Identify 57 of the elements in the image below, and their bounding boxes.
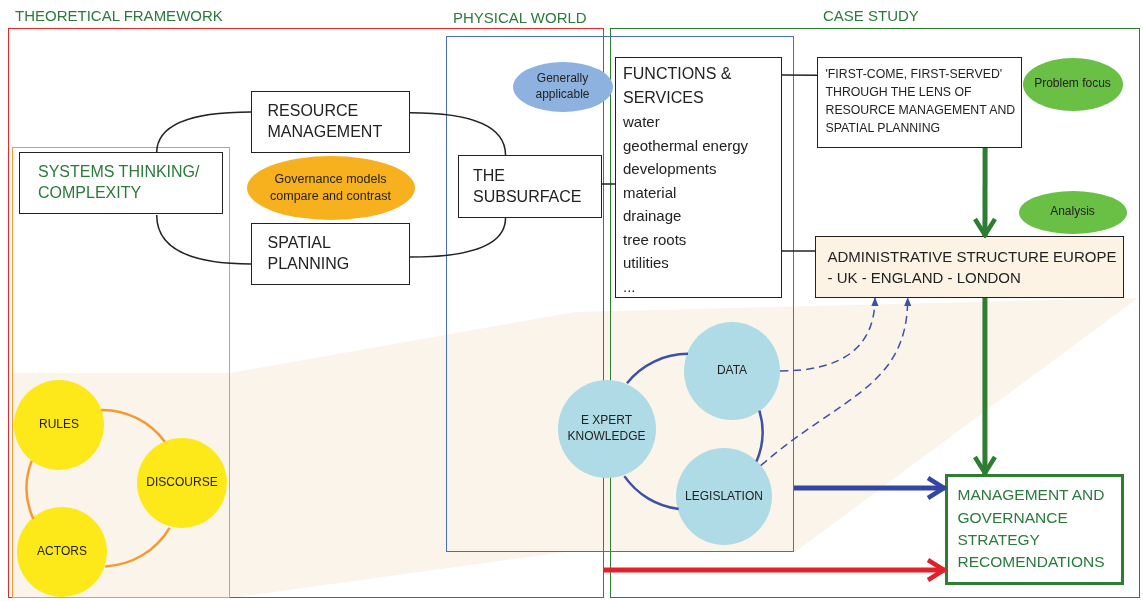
connector-arc (623, 475, 679, 511)
list-item: developments (623, 159, 718, 179)
shape-label: ACTORS (36, 544, 88, 560)
arrow (972, 298, 998, 476)
box-label: ADMINISTRATIVE STRUCTURE EUROPE - UK - ENGLAND - LONDON (827, 246, 1117, 288)
list-heading: FUNCTIONS & SERVICES (623, 64, 733, 108)
shape-label: DISCOURSE (145, 475, 219, 491)
connector-line (155, 214, 252, 265)
process-box (816, 56, 1022, 148)
box-label: THE SUBSURFACE (473, 165, 583, 207)
section-heading: PHYSICAL WORLD (453, 9, 587, 26)
dashed-arrow (779, 297, 879, 372)
connector-arc (626, 352, 689, 384)
list-item: tree roots (623, 229, 688, 250)
connector-arc (105, 527, 171, 568)
connector-line (781, 250, 816, 252)
dashed-arrow (760, 297, 911, 467)
list-item: material (623, 182, 678, 203)
box-label: SYSTEMS THINKING/ COMPLEXITY (38, 162, 201, 203)
connector-line (155, 111, 252, 154)
shape-label: RULES (38, 417, 80, 433)
process-box (250, 222, 410, 285)
connector-arc (755, 410, 764, 462)
shape-label: Governance models compare and contrast (269, 171, 392, 204)
shape-label: Analysis (1049, 204, 1096, 220)
process-box (458, 155, 602, 218)
box-label: SPATIAL PLANNING (267, 232, 351, 274)
list-item: geothermal energy (623, 135, 750, 156)
list-box (615, 57, 782, 298)
process-box (944, 473, 1124, 585)
list-item: drainage (623, 206, 683, 226)
connector-arc (25, 460, 35, 520)
process-box (250, 90, 410, 153)
section-heading: CASE STUDY (823, 7, 919, 24)
shape-label: E XPERT KNOWLEDGE (566, 412, 647, 445)
connector-line (409, 217, 507, 258)
connector-line (781, 74, 818, 76)
shape-label: DATA (715, 363, 749, 379)
connector-line (601, 183, 616, 185)
box-label: MANAGEMENT AND GOVERNANCE STRATEGY RECOMENDATIONS (957, 485, 1106, 573)
box-label: RESOURCE MANAGEMENT (267, 100, 384, 142)
section-heading: THEORETICAL FRAMEWORK (15, 7, 223, 24)
arrow (794, 475, 947, 501)
list-item: ... (623, 276, 637, 297)
group-frame (11, 146, 230, 598)
shape-label: LEGISLATION (684, 488, 764, 505)
process-box (19, 152, 223, 214)
box-label: 'FIRST-COME, FIRST-SERVED' THROUGH THE LENS OF RESOURCE MANAGEMENT AND SPATIAL PLANNING (825, 66, 1017, 137)
arrow (972, 148, 998, 238)
arrow (604, 557, 947, 583)
list-item: utilities (623, 253, 670, 273)
connector-arc (101, 408, 166, 443)
process-box (814, 235, 1124, 298)
connector-line (409, 111, 507, 156)
shape-label: Generally applicable (534, 70, 591, 103)
list-item: water (623, 112, 661, 132)
shape-label: Problem focus (1033, 76, 1112, 92)
